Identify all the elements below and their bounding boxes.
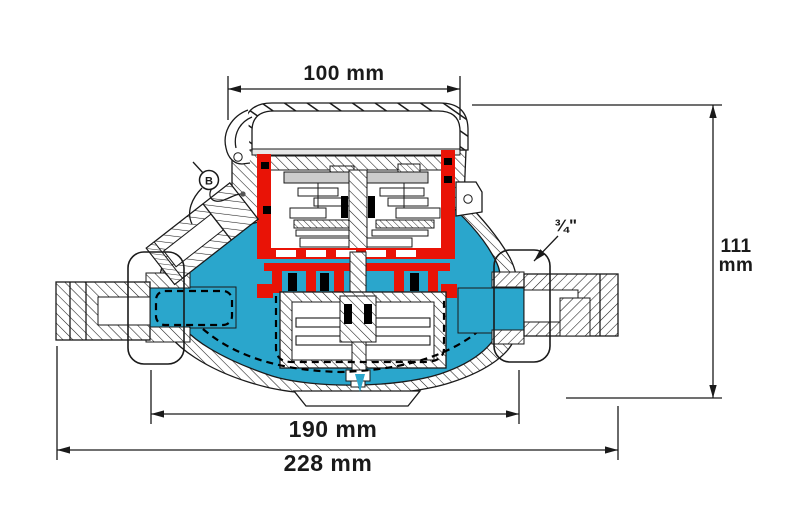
measuring-chamber <box>279 291 447 392</box>
spindle-lower <box>349 251 367 295</box>
inlet-pipe <box>55 281 151 341</box>
dimension-top-width: 100 mm <box>227 62 461 120</box>
outlet-collar-top <box>491 271 525 288</box>
seal-tag-label: B <box>205 176 213 188</box>
inlet-strainer-dashed <box>154 289 234 327</box>
lug-hole <box>463 194 473 204</box>
seal-wire-anchor <box>240 191 246 197</box>
seal-wire: B <box>188 161 246 225</box>
outlet-pipe-step <box>559 297 591 337</box>
dim-111-unit: mm <box>719 255 754 276</box>
register-mechanism <box>251 148 461 253</box>
outlet-pipe <box>523 273 619 337</box>
dim-100-label: 100 mm <box>303 62 384 85</box>
outlet-union-nut <box>493 249 551 363</box>
inlet-union-nut <box>127 251 185 365</box>
magnet-coupling-bars <box>288 273 419 291</box>
thread-size-callout: ¾" <box>533 216 577 262</box>
hinge-inner-line <box>234 116 253 149</box>
hub-magnet-right <box>364 304 372 324</box>
body-foot <box>292 390 422 407</box>
red-skirt-left <box>257 284 273 298</box>
cap-rim <box>243 102 469 151</box>
cap-hinge <box>224 109 251 165</box>
lid-seat <box>251 148 461 156</box>
magnet-bar-left <box>341 196 348 218</box>
outlet-connection <box>457 271 619 345</box>
register-spindle <box>348 169 368 253</box>
magnet-bar-right <box>368 196 375 218</box>
hinge-pin-hole <box>233 152 243 162</box>
thread-size-label: ¾" <box>554 216 577 235</box>
meter-cap <box>224 102 469 165</box>
seal-tag-circle <box>198 169 220 191</box>
hub-magnet-left <box>344 304 352 324</box>
dial-tab2 <box>397 163 421 173</box>
chamber-spindle <box>351 341 367 373</box>
dim-190-label: 190 mm <box>289 416 378 442</box>
inlet-channel <box>149 286 237 329</box>
dimension-body-length: 190 mm <box>150 370 520 442</box>
dimension-height: 111 mm <box>472 104 754 399</box>
dim-111-value: 111 <box>720 236 751 257</box>
dial-tab <box>329 165 355 173</box>
inlet-connection <box>55 272 237 343</box>
inlet-pipe-bore <box>97 296 151 326</box>
outlet-channel <box>457 287 525 334</box>
red-column-right <box>441 150 455 252</box>
red-column-left <box>257 154 271 252</box>
water-jet <box>355 374 365 392</box>
outlet-collar-bottom <box>491 329 525 345</box>
mounting-lug <box>455 181 483 217</box>
dim-228-label: 228 mm <box>284 450 373 476</box>
hidden-edges <box>185 296 493 374</box>
dimension-overall-length: 228 mm <box>56 346 619 476</box>
